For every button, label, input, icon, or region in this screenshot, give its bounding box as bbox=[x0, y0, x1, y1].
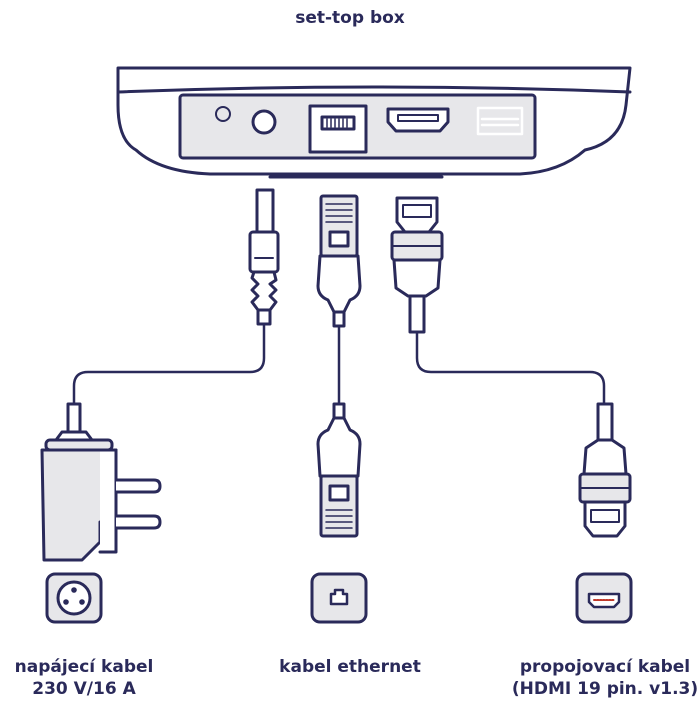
dc-jack-icon bbox=[251, 109, 277, 135]
set-top-box-icon bbox=[116, 66, 632, 179]
hdmi-cable-label: propojovací kabel (HDMI 19 pin. v1.3) bbox=[510, 656, 700, 700]
hdmi-cable-label-line2: (HDMI 19 pin. v1.3) bbox=[511, 679, 699, 699]
power-cable-label: napájecí kabel 230 V/16 A bbox=[0, 656, 168, 700]
hdmi-cable-label-line1: propojovací kabel bbox=[519, 657, 691, 677]
led-icon bbox=[215, 106, 231, 122]
power-cable-label-line2: 230 V/16 A bbox=[32, 679, 136, 699]
power-cable bbox=[40, 188, 280, 562]
hdmi-cable bbox=[390, 196, 632, 538]
power-socket-icon bbox=[45, 572, 103, 624]
hdmi-port-icon bbox=[386, 107, 450, 133]
hdmi-port-icon bbox=[575, 572, 633, 624]
ethernet-cable-label-line1: kabel ethernet bbox=[279, 657, 421, 677]
power-cable-label-line1: napájecí kabel bbox=[14, 657, 154, 677]
ethernet-port-icon bbox=[308, 104, 368, 154]
ethernet-cable-label: kabel ethernet bbox=[250, 656, 450, 678]
usb-port-icon bbox=[476, 106, 524, 136]
diagram-title: set-top box bbox=[295, 8, 405, 28]
ethernet-port-icon bbox=[310, 572, 368, 624]
ethernet-cable bbox=[316, 194, 362, 538]
